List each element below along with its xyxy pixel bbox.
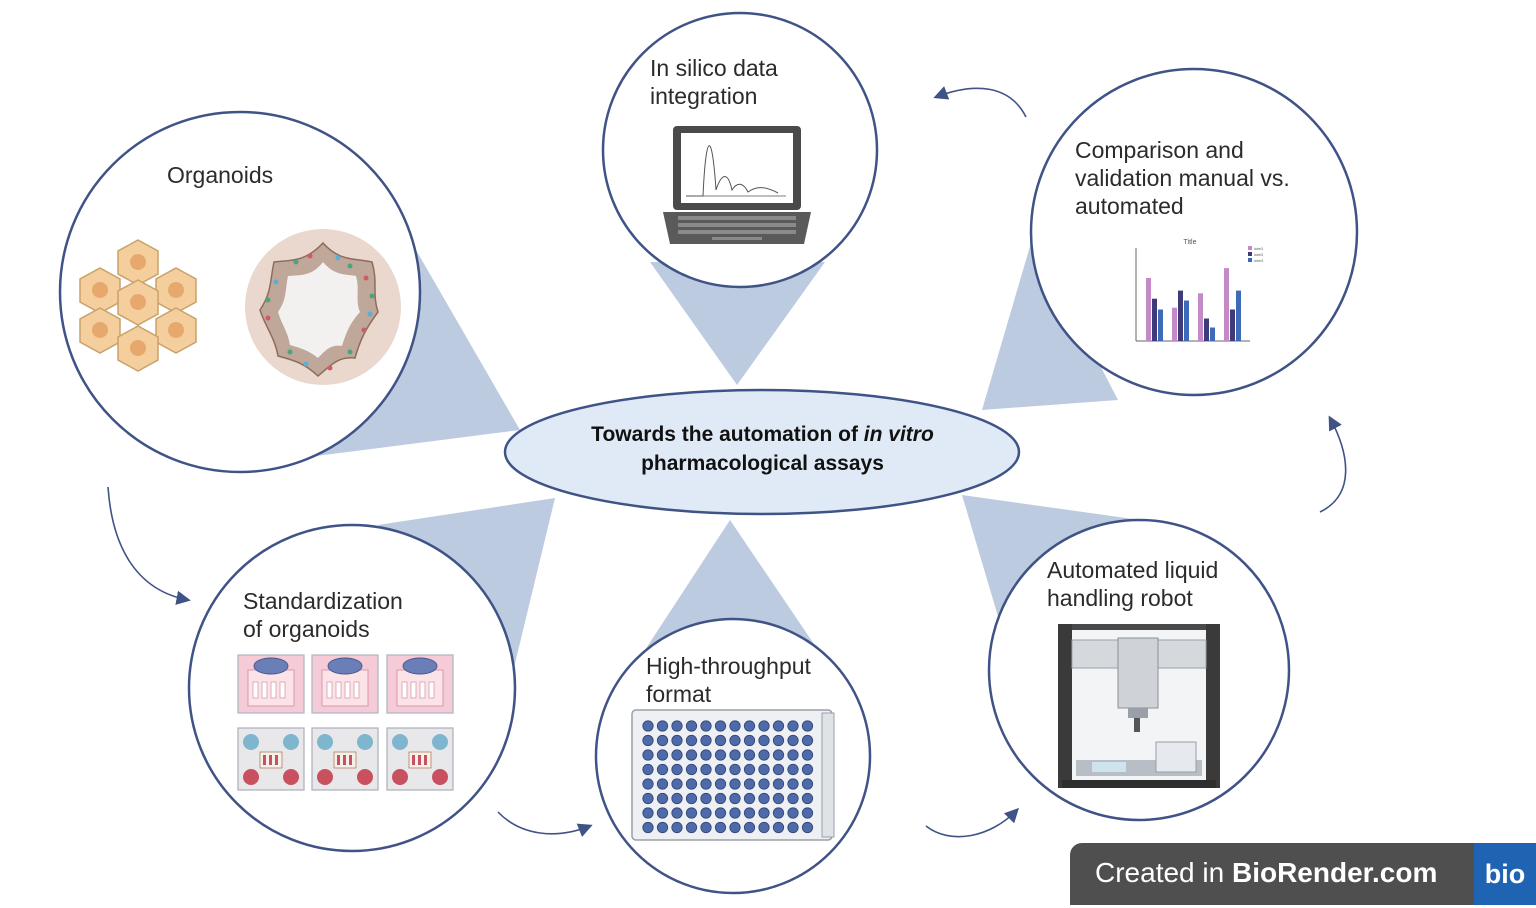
arrow-highthroughput-to-robot bbox=[925, 807, 1020, 838]
mini-chart-title: Title bbox=[1184, 239, 1197, 246]
center-ellipse bbox=[503, 388, 1021, 516]
organ-chips-icon bbox=[237, 727, 454, 791]
transwell-inserts-icon bbox=[237, 654, 454, 714]
mini-chart-bar bbox=[1236, 290, 1241, 341]
center-title-line1: Towards the automation of in vitro bbox=[591, 423, 934, 446]
mini-chart-bar bbox=[1210, 327, 1215, 341]
robot-label: Automated liquid handling robot bbox=[1047, 557, 1219, 611]
cone-comparison bbox=[982, 236, 1118, 410]
biorender-badge[interactable]: Created in BioRender.com bio bbox=[1070, 843, 1536, 905]
mini-chart-bar bbox=[1146, 278, 1151, 341]
arrow-standardization-to-highthroughput bbox=[497, 811, 593, 837]
insilico-label: In silico data integration bbox=[650, 55, 778, 109]
hexagon-cells-icon bbox=[79, 239, 197, 372]
mini-chart-bar bbox=[1152, 298, 1157, 341]
flow-arrows bbox=[107, 86, 1347, 838]
legend-swatch-2 bbox=[1248, 252, 1252, 256]
legend-swatch-3 bbox=[1248, 258, 1252, 262]
mini-chart-bar bbox=[1230, 309, 1235, 341]
standardization-label: Standardization of organoids bbox=[243, 588, 403, 642]
mini-chart-bar bbox=[1198, 293, 1203, 341]
mini-chart-bar bbox=[1204, 318, 1209, 341]
arrow-comparison-to-insilico bbox=[933, 86, 1027, 118]
mini-chart-bar bbox=[1172, 307, 1177, 341]
mini-chart-bar bbox=[1158, 309, 1163, 341]
mini-chart-bar bbox=[1178, 290, 1183, 341]
mini-chart-bar bbox=[1184, 300, 1189, 341]
legend-label-2: label2 bbox=[1254, 253, 1263, 257]
arrow-robot-to-comparison bbox=[1319, 415, 1347, 513]
mini-chart-legend: label1 label2 label3 bbox=[1248, 246, 1263, 263]
laptop-icon bbox=[663, 126, 811, 244]
arrow-organoids-to-standardization bbox=[107, 486, 191, 605]
mini-bar-chart: Title label1 label2 label3 bbox=[1135, 239, 1263, 342]
organoid-lumen-icon bbox=[245, 229, 401, 385]
center-title: Towards the automation of in vitro pharm… bbox=[540, 420, 985, 478]
legend-label-1: label1 bbox=[1254, 247, 1263, 251]
mini-chart-bar bbox=[1224, 268, 1229, 341]
center-title-line2: pharmacological assays bbox=[641, 452, 884, 475]
cone-highthroughput bbox=[645, 520, 818, 650]
biorender-logo-icon: bio bbox=[1474, 843, 1536, 905]
liquid-handling-robot-icon bbox=[1058, 624, 1220, 788]
legend-swatch-1 bbox=[1248, 246, 1252, 250]
badge-text: Created in BioRender.com bbox=[1095, 857, 1438, 888]
legend-label-3: label3 bbox=[1254, 259, 1263, 263]
comparison-label: Comparison and validation manual vs. aut… bbox=[1075, 137, 1290, 219]
well-plate-icon bbox=[631, 709, 835, 841]
highthroughput-label: High-throughput format bbox=[646, 653, 811, 707]
comparison-circle bbox=[1029, 67, 1359, 397]
cone-insilico bbox=[650, 262, 825, 385]
organoids-label: Organoids bbox=[167, 162, 274, 188]
